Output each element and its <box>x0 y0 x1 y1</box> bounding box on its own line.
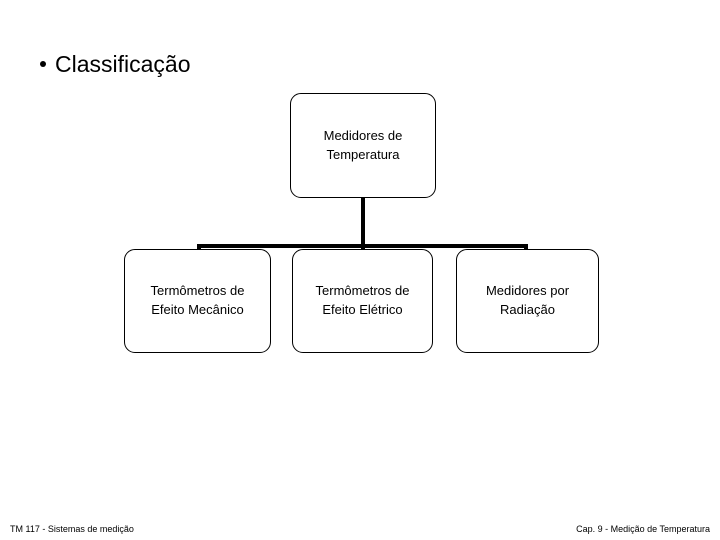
diagram-node-radiation-label: Medidores por Radiação <box>485 283 570 317</box>
connector-drop-right <box>524 244 528 252</box>
diagram-node-electrical: Termômetros de Efeito Elétrico <box>292 249 433 353</box>
diagram-node-mechanical: Termômetros de Efeito Mecânico <box>124 249 271 353</box>
diagram-node-root-label: Medidores de Temperatura <box>323 127 403 162</box>
page-title-text: Classificação <box>55 51 191 77</box>
bullet-icon <box>40 61 46 67</box>
diagram-node-mechanical-label: Termômetros de Efeito Mecânico <box>150 283 245 317</box>
diagram-node-radiation: Medidores por Radiação <box>456 249 599 353</box>
footer-left-text: TM 117 - Sistemas de medição <box>10 524 134 534</box>
connector-stem-vertical <box>361 197 365 247</box>
connector-drop-left <box>197 244 201 252</box>
diagram-node-electrical-label: Termômetros de Efeito Elétrico <box>315 283 410 317</box>
page-title: Classificação <box>40 51 191 77</box>
footer-right-text: Cap. 9 - Medição de Temperatura <box>576 524 710 534</box>
connector-drop-center <box>361 244 365 252</box>
diagram-node-root: Medidores de Temperatura <box>290 93 436 198</box>
